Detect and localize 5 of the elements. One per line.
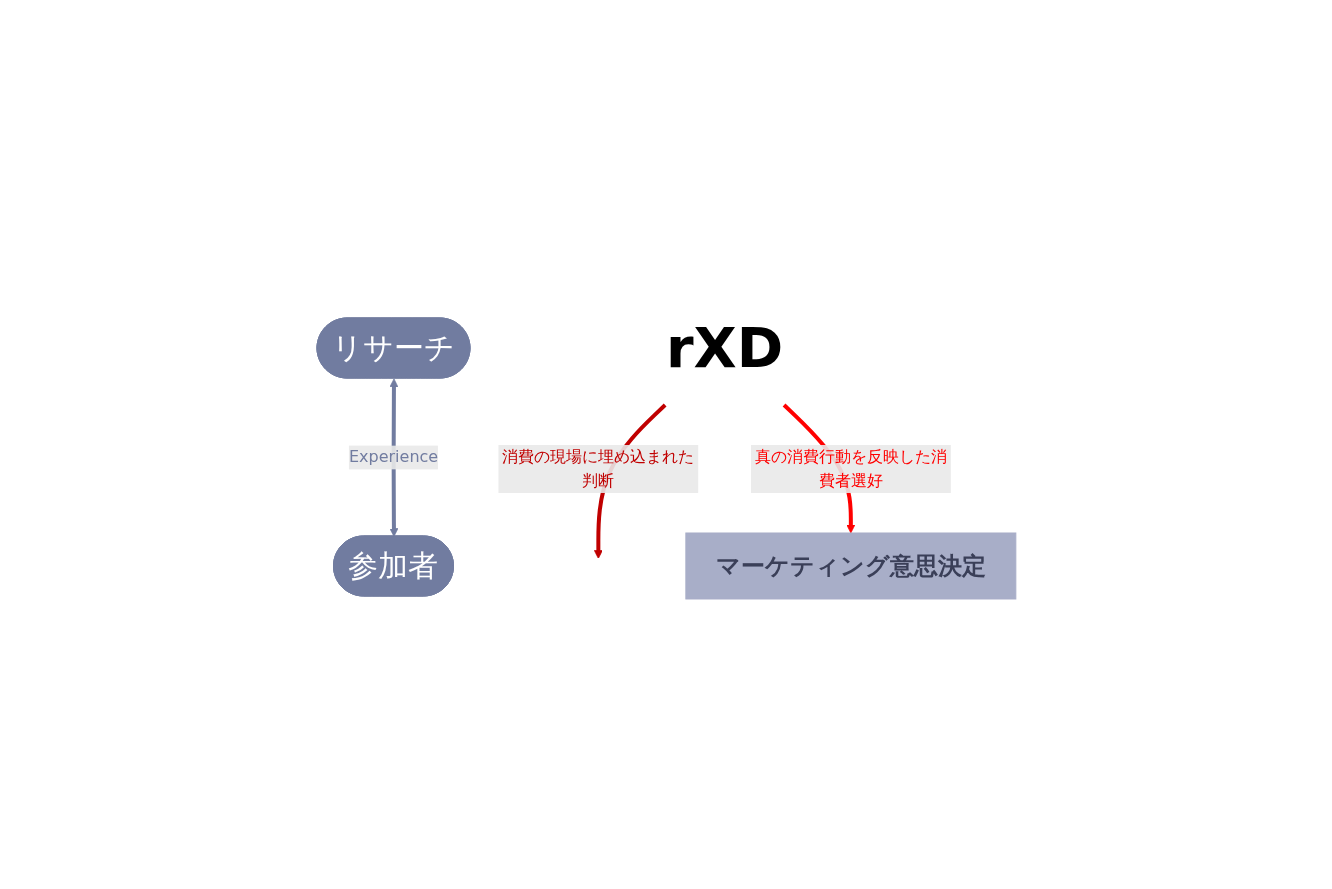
node-box: マーケティング意思決定 bbox=[684, 532, 1016, 599]
edge-label: 真の消費行動を反映した消費者選好 bbox=[754, 446, 947, 490]
edge-label: Experience bbox=[348, 446, 438, 466]
node-text: rXD bbox=[665, 314, 783, 380]
edge-label: 消費の現場に埋め込まれた判断 bbox=[501, 446, 694, 490]
